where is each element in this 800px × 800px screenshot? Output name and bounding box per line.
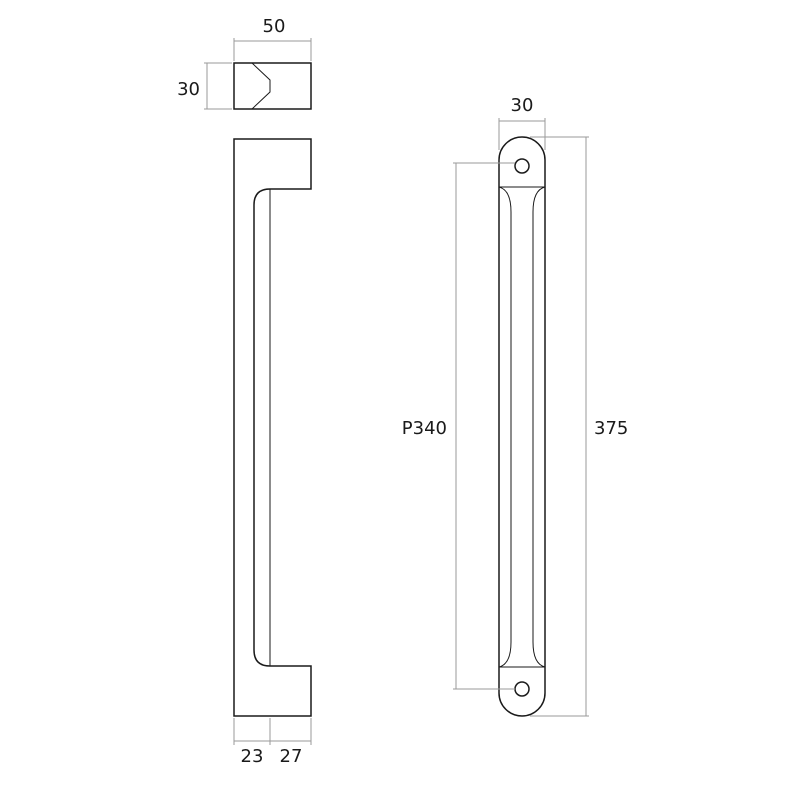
top-view-width-dimension: 50 <box>233 16 312 61</box>
front-view-bottom-hole <box>514 681 530 697</box>
front-view-top-hole <box>514 158 530 174</box>
front-view-grip-recess-right <box>532 186 546 668</box>
top-view-height-label: 30 <box>177 79 200 100</box>
hole-spacing-label: P340 <box>402 418 447 439</box>
top-view-profile-notch <box>251 62 271 110</box>
side-view: 23 27 <box>233 138 312 767</box>
side-view-base-dimension: 23 27 <box>233 718 312 767</box>
hole-spacing-dimension: P340 <box>402 162 515 690</box>
side-view-base-right-label: 27 <box>280 746 303 767</box>
front-view-width-dimension: 30 <box>498 95 546 150</box>
overall-length-dimension: 375 <box>530 136 628 717</box>
side-view-outline <box>233 138 312 717</box>
overall-length-label: 375 <box>594 418 628 439</box>
front-view-width-label: 30 <box>511 95 534 116</box>
top-view-height-dimension: 30 <box>177 62 232 110</box>
front-view-outline <box>498 136 546 717</box>
front-view: 30 P340 375 <box>402 95 628 717</box>
side-view-base-left-label: 23 <box>241 746 264 767</box>
top-view-outline <box>233 62 312 110</box>
front-view-grip-recess <box>498 186 512 668</box>
top-view: 50 30 <box>177 16 312 110</box>
top-view-width-label: 50 <box>263 16 286 37</box>
